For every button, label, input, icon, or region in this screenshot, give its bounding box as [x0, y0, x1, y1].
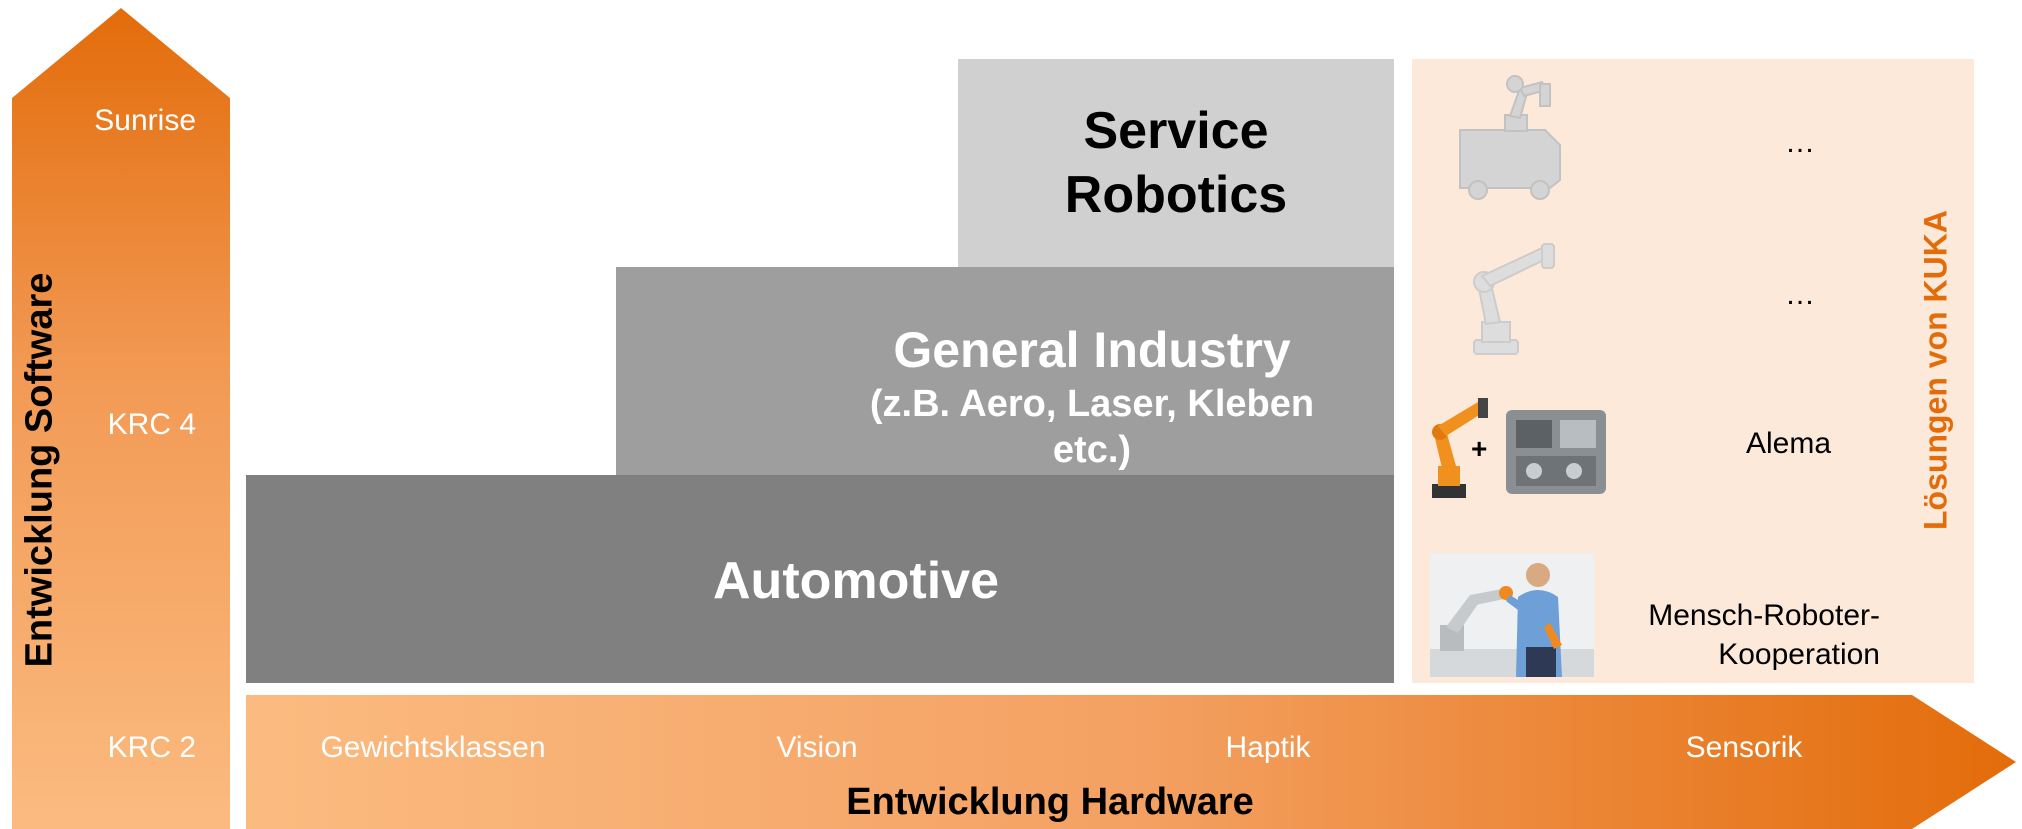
automotive-block: Automotive	[246, 475, 1394, 683]
general-block-text: General Industry (z.B. Aero, Laser, Kleb…	[842, 319, 1342, 473]
mobile-robot-icon	[1459, 75, 1561, 200]
robot-arm-icon	[1440, 586, 1513, 651]
hardware-level-gewichtsklassen: Gewichtsklassen	[320, 731, 546, 764]
software-level-sunrise: Sunrise	[94, 104, 196, 137]
industrial-robot-icon	[1473, 243, 1555, 355]
general-block-title: General Industry	[893, 322, 1291, 378]
plus-sign: +	[1471, 433, 1488, 464]
orange-robot-icon	[1432, 398, 1488, 498]
hardware-arrow	[246, 695, 2016, 829]
service-robotics-block: Service Robotics	[958, 59, 1394, 267]
solutions-title: Lösungen von KUKA	[1917, 210, 1954, 530]
solution-3-label: Alema	[1746, 427, 1832, 460]
general-industry-block: General Industry (z.B. Aero, Laser, Kleb…	[616, 267, 1394, 475]
solution-1-label: …	[1785, 126, 1815, 159]
solution-2-label: …	[1785, 278, 1815, 311]
service-block-line2: Robotics	[1064, 166, 1288, 224]
software-level-krc2: KRC 2	[107, 731, 196, 764]
solution-4-label-line2: Kooperation	[1718, 638, 1880, 671]
hardware-level-vision: Vision	[776, 731, 858, 764]
software-level-krc4: KRC 4	[107, 408, 196, 441]
software-axis-title: Entwicklung Software	[18, 272, 61, 668]
hardware-axis-title: Entwicklung Hardware	[846, 781, 1254, 823]
software-arrow	[12, 8, 230, 829]
automotive-block-title: Automotive	[713, 552, 999, 610]
person-icon	[1506, 563, 1562, 677]
machine-icon	[1506, 410, 1606, 494]
general-block-subtitle: (z.B. Aero, Laser, Kleben etc.)	[869, 383, 1315, 471]
human-robot-photo	[1430, 553, 1594, 677]
hardware-level-haptik: Haptik	[1225, 731, 1311, 764]
solution-4-label: Mensch-Roboter- Kooperation	[1600, 596, 1880, 674]
solution-4-label-line1: Mensch-Roboter-	[1648, 599, 1880, 632]
robot-plus-machine-icon	[1432, 398, 1606, 498]
hardware-level-sensorik: Sensorik	[1685, 731, 1803, 764]
service-block-line1: Service	[1083, 102, 1269, 160]
